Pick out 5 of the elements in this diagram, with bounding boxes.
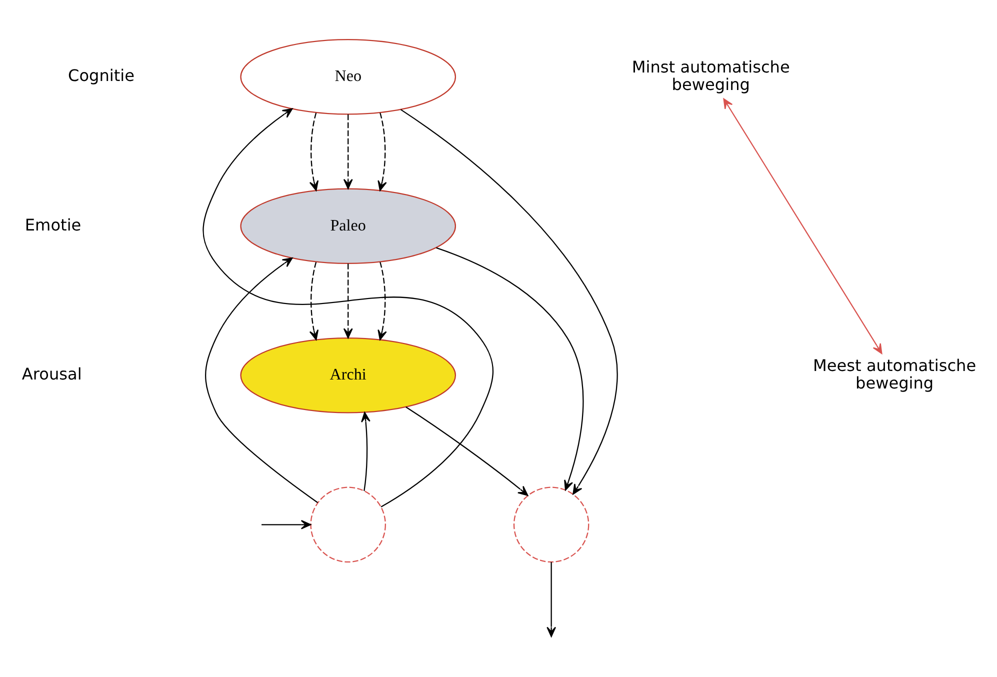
label: Emotie — [24, 215, 82, 234]
node-text: Minst automatische beweging — [632, 58, 790, 94]
node-text: Meest automatische beweging — [813, 356, 976, 392]
label: Cognitie — [68, 66, 135, 86]
label: Arousal — [22, 364, 82, 384]
